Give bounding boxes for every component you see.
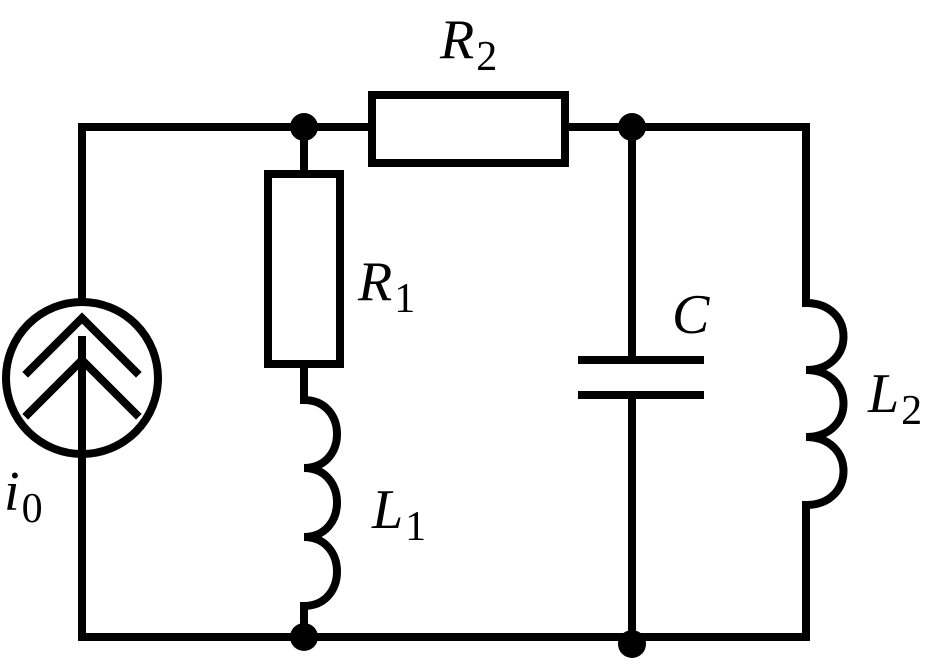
label-i0: i0 [4, 461, 43, 532]
current-source-chevron-lower [22, 354, 142, 420]
node-top-left [290, 113, 318, 141]
inductor-l1 [303, 396, 341, 610]
junction-nodes [290, 113, 646, 658]
node-bottom-right [618, 630, 646, 658]
inductor-l2 [805, 299, 848, 509]
resistor-r1 [264, 170, 344, 368]
capacitor-c [578, 356, 704, 399]
label-c: C [672, 284, 710, 346]
node-bottom-left [290, 623, 318, 651]
node-top-right [618, 113, 646, 141]
current-source-chevron-upper [22, 312, 142, 378]
label-r1: R1 [357, 251, 415, 322]
wires [78, 123, 810, 641]
label-r2: R2 [439, 9, 497, 80]
label-l1: L1 [371, 479, 426, 550]
current-source-i0 [2, 298, 162, 462]
resistor-r2 [368, 91, 569, 167]
label-l2: L2 [867, 363, 922, 434]
